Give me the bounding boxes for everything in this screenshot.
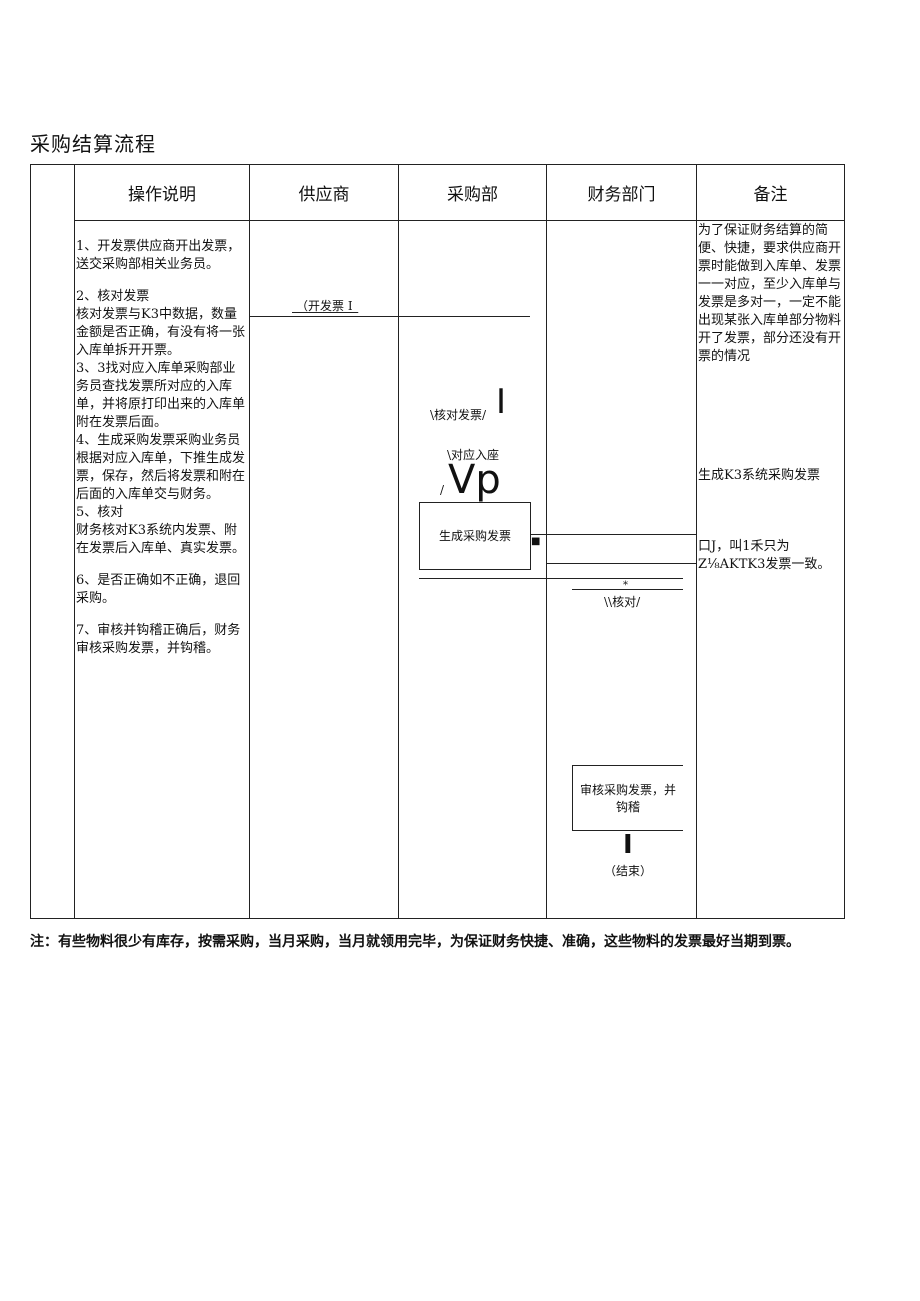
table-right-border	[844, 164, 845, 918]
header-row-divider	[74, 220, 845, 221]
step-4: 4、生成采购发票采购业务员根据对应入库单，下推生成发票，保存，然后将发票和附在后…	[76, 433, 246, 502]
flow-connector	[546, 563, 696, 564]
column-divider	[398, 164, 399, 918]
step-5-detail: 财务核对K3系统内发票、附在发票后入库单、真实发票。	[76, 523, 246, 556]
header-supplier: 供应商	[298, 185, 350, 205]
step-6: 6、是否正确如不正确，退回采购。	[76, 573, 241, 606]
table-left-border	[30, 164, 31, 918]
table-top-border	[30, 164, 845, 165]
remark-1: 为了保证财务结算的简便、快捷，要求供应商开票时能做到入库单、发票一一对应，至少入…	[698, 223, 842, 364]
step-2-detail: 核对发票与K3中数据，数量金额是否正确，有没有将一张入库单拆开开票。	[76, 307, 246, 358]
square-mark: ■	[531, 536, 541, 547]
check-invoice-marker: I	[496, 382, 507, 422]
column-divider	[546, 164, 547, 918]
open-invoice-underline	[292, 312, 358, 313]
header-remarks: 备注	[753, 185, 788, 205]
header-instructions: 操作说明	[128, 185, 196, 205]
star-mark: *	[623, 580, 628, 591]
flow-connector	[419, 578, 683, 579]
end-label: （结束）	[604, 864, 653, 878]
flow-connector	[572, 589, 683, 590]
remark-3: 口J，叫1禾只为Z⅛AKTK3发票一致。	[698, 539, 831, 572]
column-divider	[249, 164, 250, 918]
column-divider	[696, 164, 697, 918]
step-5-title: 5、核对	[76, 505, 124, 520]
step-descriptions: 1、开发票供应商开出发票，送交采购部相关业务员。 2、核对发票 核对发票与K3中…	[76, 238, 248, 658]
page-title: 采购结算流程	[30, 132, 156, 156]
footnote: 注：有些物料很少有库存，按需采购，当月采购，当月就领用完毕，为保证财务快捷、准确…	[30, 934, 800, 950]
step-7: 7、审核并钩稽正确后，财务审核采购发票，并钩稽。	[76, 623, 241, 656]
column-divider	[74, 164, 75, 918]
check-invoice-label: \核对发票/	[430, 408, 487, 422]
step-3: 3、3找对应入库单采购部业务员查找发票所对应的入库单，并将原打印出来的入库单附在…	[76, 361, 246, 430]
remark-2: 生成K3系统采购发票	[698, 468, 820, 483]
step-2-title: 2、核对发票	[76, 289, 150, 304]
find-receipt-label: \对应入座	[447, 448, 500, 462]
header-purchasing: 采购部	[447, 185, 498, 205]
vp-marker: Vp	[448, 457, 501, 503]
arrow-slash: /	[440, 483, 445, 497]
open-invoice-label: （开发票 I_	[296, 299, 359, 313]
table-bottom-border	[30, 918, 845, 919]
remarks-column: 为了保证财务结算的简便、快捷，要求供应商开票时能做到入库单、发票一一对应，至少入…	[698, 222, 844, 366]
flow-connector	[530, 534, 696, 535]
end-marker: I	[623, 830, 633, 860]
header-finance: 财务部门	[587, 185, 656, 205]
flow-connector	[250, 316, 530, 317]
generate-invoice-box: 生成采购发票	[419, 502, 531, 570]
step-1: 1、开发票供应商开出发票，送交采购部相关业务员。	[76, 239, 241, 272]
finance-check-label: \\核对/	[604, 595, 641, 609]
audit-invoice-box: 审核采购发票，并钩稽	[572, 765, 683, 831]
